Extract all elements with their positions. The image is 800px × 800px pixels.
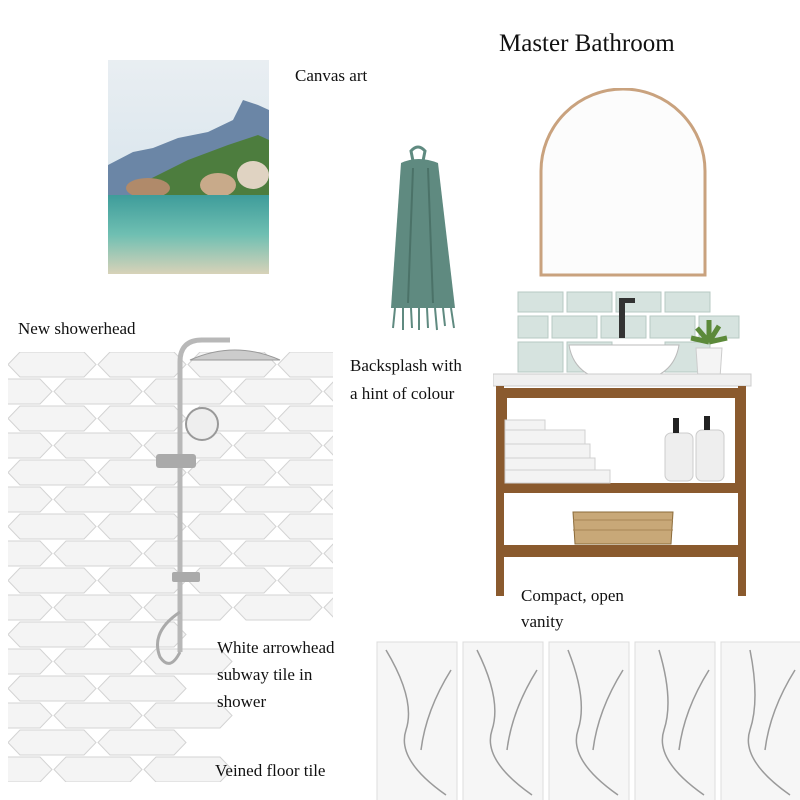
- arrowhead-tile: [97, 675, 187, 702]
- arrowhead-tile: [8, 567, 97, 594]
- arrowhead-tile: [53, 756, 143, 782]
- arrowhead-tile: [187, 459, 277, 486]
- arrowhead-tile: [143, 594, 233, 621]
- arrowhead-tile: [8, 352, 97, 378]
- canvas-art-image: [108, 60, 269, 274]
- arrowhead-tile: [323, 489, 333, 510]
- arrowhead-tile: [143, 486, 233, 513]
- board-title: Master Bathroom: [499, 30, 675, 57]
- marble-vein: [658, 649, 710, 796]
- arrowhead-tile: [143, 702, 233, 729]
- arrowhead-tile: [8, 459, 97, 486]
- shower-system-image: [156, 337, 281, 665]
- arrowhead-tile: [233, 540, 323, 567]
- subway-label-line2: subway tile in: [217, 665, 313, 684]
- arrowhead-tile: [143, 756, 233, 782]
- arrowhead-tile: [97, 513, 187, 540]
- arrowhead-tile: [143, 648, 233, 675]
- arrowhead-tile: [8, 621, 97, 648]
- arrowhead-tile: [143, 378, 233, 405]
- arrowhead-tile: [53, 432, 143, 459]
- arrowhead-tile: [53, 648, 143, 675]
- arrowhead-tile: [323, 543, 333, 564]
- arrowhead-tile: [323, 381, 333, 402]
- arrowhead-tile: [277, 513, 333, 540]
- marble-tile: [376, 641, 458, 800]
- backsplash-label-line2: a hint of colour: [350, 384, 455, 403]
- marble-tile: [462, 641, 544, 800]
- subway-label-line3: shower: [217, 692, 267, 711]
- vanity-image: [493, 291, 752, 596]
- arrowhead-tile: [8, 486, 53, 513]
- canvas-art-label: Canvas art: [295, 66, 368, 85]
- arrowhead-tile: [8, 648, 53, 675]
- backsplash-label-line1: Backsplash with: [350, 356, 462, 375]
- marble-vein: [567, 649, 624, 796]
- arched-mirror-image: [539, 88, 707, 277]
- arrowhead-tile: [8, 729, 97, 756]
- arrowhead-tile: [233, 594, 323, 621]
- arrowhead-tile: [323, 597, 333, 618]
- arrowhead-tile: [277, 567, 333, 594]
- marble-tile: [634, 641, 716, 800]
- arrowhead-tile: [8, 540, 53, 567]
- marble-vein: [476, 649, 538, 796]
- arrowhead-tile: [233, 378, 323, 405]
- marble-tile: [548, 641, 630, 800]
- floor-tile-label: Veined floor tile: [215, 761, 326, 780]
- arrowhead-tile: [187, 513, 277, 540]
- arrowhead-tile: [143, 540, 233, 567]
- arrowhead-tile: [323, 435, 333, 456]
- arrowhead-tile: [8, 702, 53, 729]
- vanity-label-line2: vanity: [521, 612, 564, 631]
- marble-vein: [385, 649, 452, 796]
- arrowhead-tile: [53, 378, 143, 405]
- arrowhead-tile: [8, 405, 97, 432]
- marble-tile: [720, 641, 800, 800]
- arrowhead-tile: [233, 486, 323, 513]
- arrowhead-tile: [97, 729, 187, 756]
- arrowhead-tile: [8, 378, 53, 405]
- arrowhead-tile: [53, 702, 143, 729]
- arrowhead-tile: [53, 540, 143, 567]
- arrowhead-tile: [187, 567, 277, 594]
- arrowhead-tile: [233, 432, 323, 459]
- veined-floor-tiles: [376, 641, 800, 800]
- arrowhead-tile: [8, 594, 53, 621]
- arrowhead-tile: [8, 432, 53, 459]
- arrowhead-tile: [277, 352, 333, 378]
- subway-label-line1: White arrowhead: [217, 638, 335, 657]
- arrowhead-tile: [53, 486, 143, 513]
- towel-image: [391, 145, 455, 331]
- arrowhead-tile: [53, 594, 143, 621]
- arrowhead-tile: [8, 756, 53, 782]
- arrowhead-tile: [8, 675, 97, 702]
- arrowhead-tile: [277, 459, 333, 486]
- arrowhead-tile: [277, 405, 333, 432]
- arrowhead-tile: [8, 513, 97, 540]
- showerhead-label: New showerhead: [18, 319, 136, 338]
- arrowhead-tile-pattern: [8, 352, 333, 782]
- arrowhead-tile: [97, 352, 187, 378]
- vanity-label-line1: Compact, open: [521, 586, 624, 605]
- marble-vein: [747, 649, 796, 796]
